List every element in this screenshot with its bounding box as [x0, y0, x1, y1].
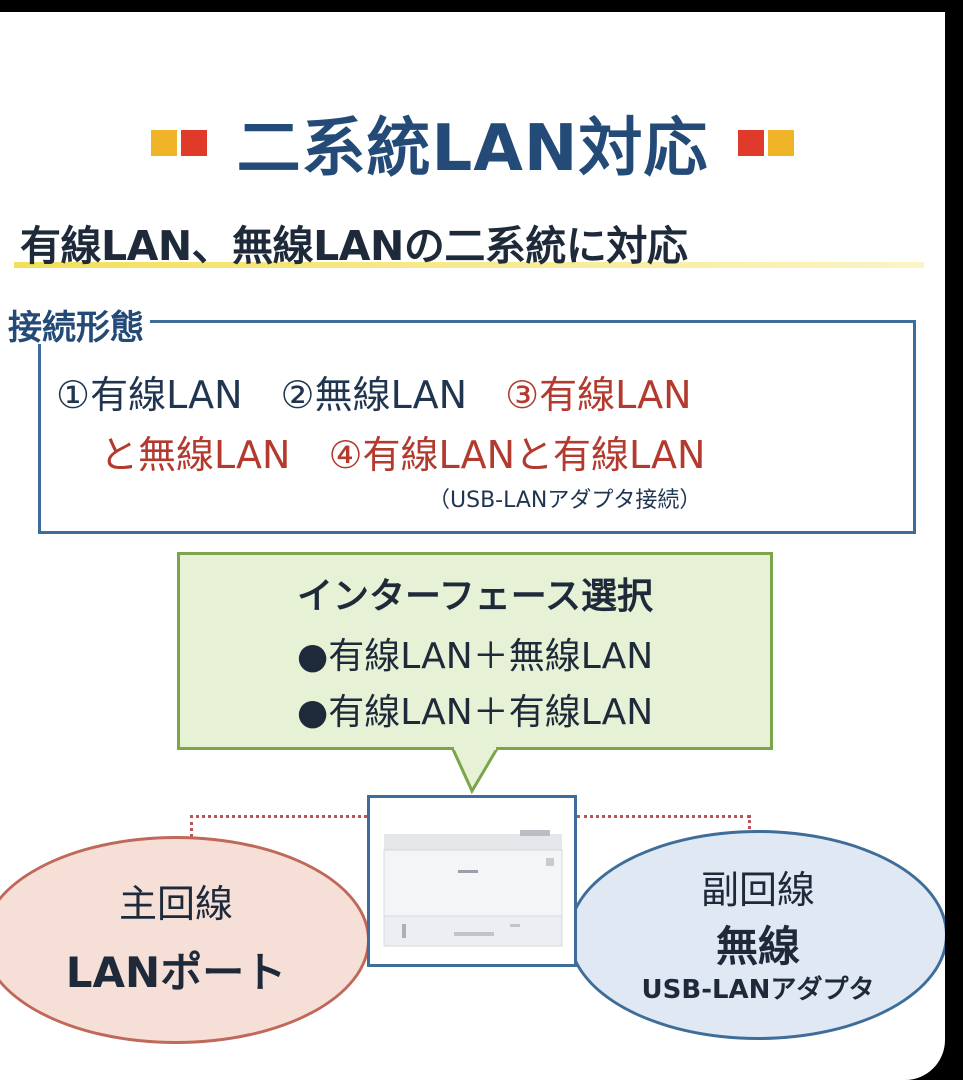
main-line-ellipse: 主回線 LANポート — [0, 836, 370, 1044]
connection-forms-label: 接続形態 — [8, 300, 150, 348]
sub-line-type: 無線 — [715, 922, 800, 971]
top-bar — [0, 0, 963, 12]
main-connector-line — [190, 815, 367, 818]
printer-icon — [370, 798, 574, 964]
connection-line-1: ①有線LAN ②無線LAN ③有線LAN — [56, 364, 692, 419]
option-wired-and-wired: ④有線LANと有線LAN — [328, 433, 706, 477]
subtitle-underline — [14, 262, 924, 268]
connection-note: （USB-LANアダプタ接続） — [428, 488, 702, 513]
red-square-icon — [180, 130, 207, 156]
red-square-icon — [738, 130, 765, 156]
main-line-type: LANポート — [65, 948, 287, 997]
option-wired-wireless: ①有線LAN ②無線LAN — [56, 373, 506, 417]
sub-line-ellipse: 副回線 無線 USB-LANアダプタ — [568, 830, 945, 1040]
yellow-square-icon — [150, 130, 177, 156]
sub-line-detail: USB-LANアダプタ — [641, 975, 875, 1005]
sub-line-label: 副回線 — [700, 868, 815, 912]
subtitle: 有線LAN、無線LANの二系統に対応 — [20, 222, 688, 270]
main-connector-drop — [190, 815, 193, 837]
yellow-square-icon — [768, 130, 795, 156]
printer-image-frame — [367, 795, 577, 967]
interface-option-1: ●有線LAN＋無線LAN — [296, 636, 654, 677]
main-line-label: 主回線 — [118, 882, 233, 926]
sub-connector-drop — [748, 815, 751, 835]
callout-tail — [450, 747, 500, 795]
page-title: 二系統LAN対応 — [236, 112, 709, 186]
connection-line-2: と無線LAN ④有線LANと有線LAN — [100, 424, 705, 479]
interface-option-2: ●有線LAN＋有線LAN — [296, 692, 654, 733]
connection-forms-box — [38, 320, 916, 534]
option-wired-and-wireless-end: と無線LAN — [100, 433, 329, 477]
option-wired-and-wireless-start: ③有線LAN — [505, 373, 692, 417]
interface-selection-callout: インターフェース選択 ●有線LAN＋無線LAN ●有線LAN＋有線LAN — [177, 552, 773, 750]
sub-connector-line — [577, 815, 750, 818]
interface-selection-title: インターフェース選択 — [296, 576, 654, 617]
title-row: 二系統LAN対応 — [0, 98, 945, 188]
